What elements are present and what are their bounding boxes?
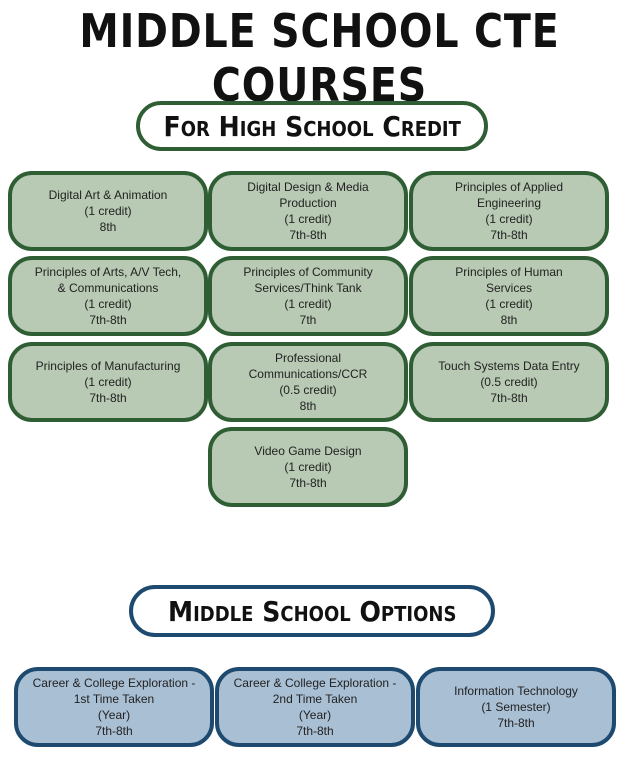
course-line: (1 credit): [284, 212, 332, 226]
course-line: (1 credit): [84, 204, 132, 218]
course-line: (1 credit): [284, 297, 332, 311]
course-line: 2nd Time Taken: [272, 692, 358, 706]
course-line: Principles of Arts, A/V Tech,: [34, 265, 182, 279]
hs-course-card: Video Game Design (1 credit) 7th-8th: [208, 427, 408, 507]
course-line: 8th: [299, 399, 317, 413]
course-line: Principles of Applied: [454, 180, 564, 194]
course-line: Services: [485, 281, 532, 295]
course-line: & Communications: [57, 281, 159, 295]
course-line: Video Game Design: [254, 444, 362, 458]
course-line: 7th-8th: [89, 313, 127, 327]
course-line: 7th-8th: [95, 724, 133, 738]
ms-course-card: Career & College Exploration - 1st Time T…: [14, 667, 214, 747]
course-line: 7th-8th: [490, 391, 528, 405]
course-line: 7th-8th: [497, 716, 535, 730]
high-school-credit-header: For High School Credit: [136, 101, 488, 151]
hs-course-card: Digital Art & Animation (1 credit) 8th: [8, 171, 208, 251]
ms-course-card: Information Technology (1 Semester) 7th-8t…: [416, 667, 616, 747]
course-line: (1 credit): [284, 460, 332, 474]
course-line: 8th: [99, 220, 117, 234]
course-line: 7th-8th: [490, 228, 528, 242]
course-line: 8th: [500, 313, 518, 327]
course-line: Communications/CCR: [248, 367, 368, 381]
course-line: (Year): [97, 708, 131, 722]
course-line: Engineering: [476, 196, 542, 210]
middle-school-options-header: Middle School Options: [129, 585, 495, 637]
course-line: (0.5 credit): [279, 383, 337, 397]
course-line: Career & College Exploration -: [32, 676, 196, 690]
course-line: (1 credit): [84, 375, 132, 389]
course-line: Professional: [274, 351, 342, 365]
course-line: (0.5 credit): [480, 375, 538, 389]
course-line: (Year): [298, 708, 332, 722]
course-line: Services/Think Tank: [254, 281, 362, 295]
hs-course-card: Principles of Manufacturing (1 credit) 7th…: [8, 342, 208, 422]
course-line: 7th-8th: [289, 228, 327, 242]
course-line: Touch Systems Data Entry: [438, 359, 580, 373]
ms-course-card: Career & College Exploration - 2nd Time T…: [215, 667, 415, 747]
course-line: Production: [279, 196, 337, 210]
course-line: Digital Design & Media: [247, 180, 369, 194]
hs-course-card: Touch Systems Data Entry (0.5 credit) 7th-…: [409, 342, 609, 422]
course-line: Career & College Exploration -: [233, 676, 397, 690]
page-title: MIDDLE SCHOOL CTE COURSES: [79, 4, 560, 112]
course-line: 1st Time Taken: [73, 692, 155, 706]
course-line: (1 credit): [485, 297, 533, 311]
course-line: (1 credit): [84, 297, 132, 311]
course-line: 7th-8th: [89, 391, 127, 405]
course-line: 7th: [299, 313, 317, 327]
middle-school-options-label: Middle School Options: [167, 594, 457, 628]
course-line: Information Technology: [454, 684, 578, 698]
course-line: Principles of Community: [243, 265, 373, 279]
hs-course-card: Principles of Arts, A/V Tech, & Communica…: [8, 256, 208, 336]
course-line: 7th-8th: [296, 724, 334, 738]
course-line: (1 Semester): [481, 700, 551, 714]
course-line: Digital Art & Animation: [48, 188, 168, 202]
high-school-credit-label: For High School Credit: [163, 109, 461, 143]
course-line: Principles of Manufacturing: [35, 359, 181, 373]
course-line: (1 credit): [485, 212, 533, 226]
course-line: 7th-8th: [289, 476, 327, 490]
course-line: Principles of Human: [455, 265, 563, 279]
